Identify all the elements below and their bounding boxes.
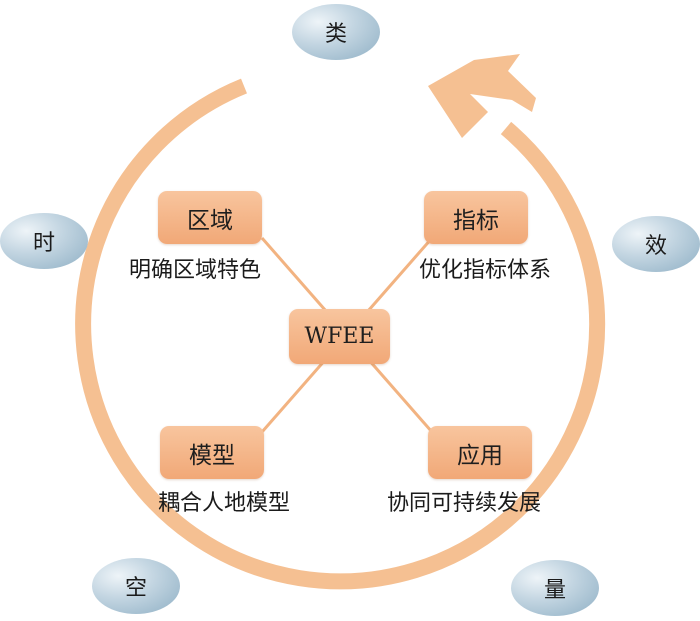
ring-label-left: 时 xyxy=(0,213,88,269)
node-app-subtitle: 协同可持续发展 xyxy=(387,491,542,516)
ring-label-right: 效 xyxy=(612,216,700,272)
ring-label-bottom-right: 量 xyxy=(511,560,599,616)
node-region-title: 区域 xyxy=(158,191,262,244)
node-index-subtitle: 优化指标体系 xyxy=(419,258,552,283)
center-node: WFEE xyxy=(289,309,390,364)
ring-label-top: 类 xyxy=(292,4,380,60)
node-index-title: 指标 xyxy=(424,191,528,244)
node-region-subtitle: 明确区域特色 xyxy=(129,258,262,283)
node-app-title: 应用 xyxy=(428,426,532,479)
ring-label-bottom-left: 空 xyxy=(92,558,180,614)
cycle-arc xyxy=(75,78,606,590)
node-model-title: 模型 xyxy=(160,426,264,479)
cycle-arrowhead xyxy=(428,54,536,138)
node-model-subtitle: 耦合人地模型 xyxy=(158,491,291,516)
